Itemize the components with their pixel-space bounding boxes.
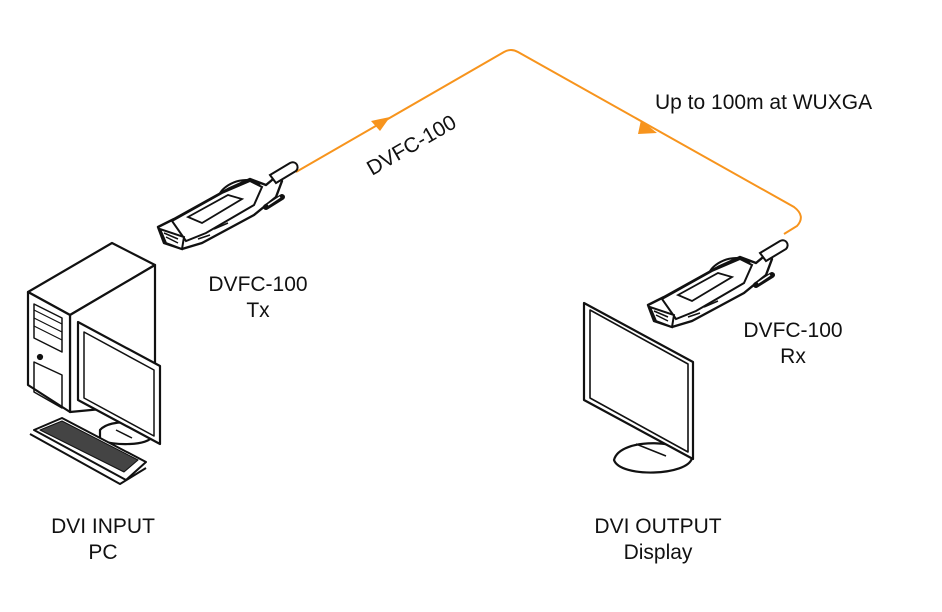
rx-role: Rx xyxy=(780,345,806,368)
dvi-connector-icon xyxy=(158,162,298,249)
sink-line2: Display xyxy=(623,541,693,564)
source-line2: PC xyxy=(88,541,118,564)
monitor-icon xyxy=(582,301,695,474)
tx-role: Tx xyxy=(246,299,270,322)
dvi-connector-icon xyxy=(648,240,788,327)
source-label: DVI INPUT PC xyxy=(28,514,178,566)
keyboard-icon xyxy=(29,417,147,485)
monitor-icon xyxy=(76,320,162,446)
source-line1: DVI INPUT xyxy=(51,515,155,538)
arrow-icon xyxy=(638,120,657,134)
tx-model: DVFC-100 xyxy=(208,273,308,296)
sink-label: DVI OUTPUT Display xyxy=(578,514,738,566)
sink-line1: DVI OUTPUT xyxy=(594,515,722,538)
fiber-cable xyxy=(295,49,802,235)
rx-model: DVFC-100 xyxy=(743,319,843,342)
distance-note: Up to 100m at WUXGA xyxy=(655,91,873,114)
rx-label: DVFC-100 Rx xyxy=(723,318,863,370)
arrow-icon xyxy=(371,117,390,131)
tx-label: DVFC-100 Tx xyxy=(188,272,328,324)
